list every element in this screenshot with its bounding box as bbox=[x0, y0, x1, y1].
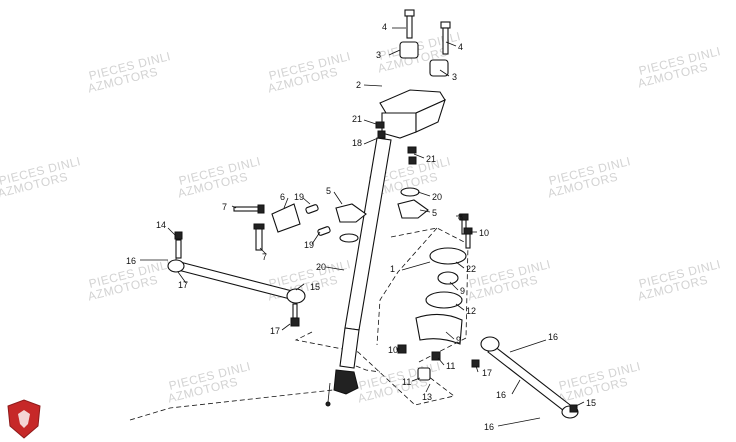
callout-20: 20 bbox=[432, 192, 442, 202]
callout-21: 21 bbox=[352, 114, 362, 124]
callout-13: 13 bbox=[422, 392, 432, 402]
brand-shield-logo bbox=[7, 399, 41, 439]
callout-10: 10 bbox=[388, 345, 398, 355]
callout-16: 16 bbox=[484, 422, 494, 432]
callout-1: 1 bbox=[390, 264, 395, 274]
callout-7: 7 bbox=[222, 202, 227, 212]
callout-8: 8 bbox=[458, 212, 463, 222]
callout-10: 10 bbox=[479, 228, 489, 238]
callout-17: 17 bbox=[178, 280, 188, 290]
callout-2: 2 bbox=[356, 80, 361, 90]
callout-15: 15 bbox=[586, 398, 596, 408]
callout-9: 9 bbox=[456, 335, 461, 345]
callout-19: 19 bbox=[304, 240, 314, 250]
callout-16: 16 bbox=[126, 256, 136, 266]
callout-6: 6 bbox=[280, 192, 285, 202]
callout-14: 14 bbox=[156, 220, 166, 230]
callout-7: 7 bbox=[262, 252, 267, 262]
callout-21: 21 bbox=[426, 154, 436, 164]
left-tie-rod bbox=[167, 231, 306, 327]
callout-4: 4 bbox=[382, 22, 387, 32]
callout-19: 19 bbox=[294, 192, 304, 202]
callout-9: 9 bbox=[460, 286, 465, 296]
callout-11: 11 bbox=[402, 377, 411, 387]
bushing-blocks bbox=[399, 41, 449, 77]
callout-22: 22 bbox=[466, 264, 476, 274]
callout-20: 20 bbox=[316, 262, 326, 272]
callout-16: 16 bbox=[548, 332, 558, 342]
callout-3: 3 bbox=[452, 72, 457, 82]
upper-bracket-plate bbox=[379, 89, 446, 139]
callout-17: 17 bbox=[482, 368, 492, 378]
callout-15: 15 bbox=[310, 282, 320, 292]
top-bolts bbox=[404, 9, 451, 55]
callout-12: 12 bbox=[466, 306, 476, 316]
callout-leader-lines bbox=[140, 27, 585, 427]
right-tie-rod bbox=[471, 336, 579, 419]
callout-4: 4 bbox=[458, 42, 463, 52]
bearing-ring-stack bbox=[397, 213, 473, 381]
nuts-and-washers bbox=[339, 121, 420, 243]
steering-column-shaft bbox=[325, 137, 392, 407]
clamp-assembly bbox=[233, 199, 429, 251]
callout-18: 18 bbox=[352, 138, 362, 148]
callout-16: 16 bbox=[496, 390, 506, 400]
callout-17: 17 bbox=[270, 326, 280, 336]
callout-5: 5 bbox=[432, 208, 437, 218]
callout-5: 5 bbox=[326, 186, 331, 196]
callout-3: 3 bbox=[376, 50, 381, 60]
callout-11: 11 bbox=[446, 361, 455, 371]
